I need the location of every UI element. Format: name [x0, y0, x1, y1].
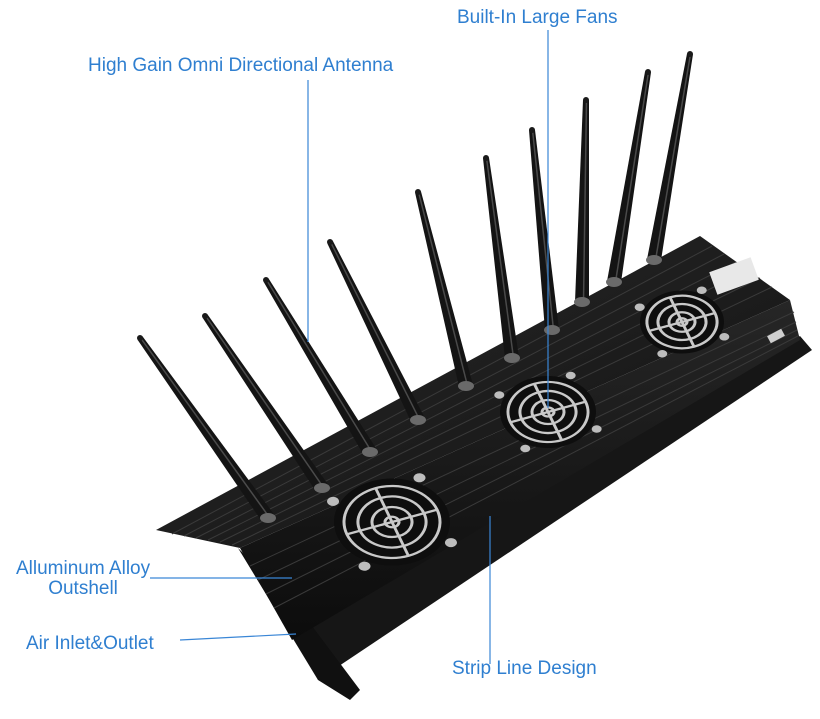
antenna [606, 69, 651, 287]
label-strip-line-design: Strip Line Design [452, 658, 597, 679]
leader-air [179, 633, 297, 641]
antenna [646, 51, 693, 265]
label-alloy-line1: Alluminum Alloy [16, 558, 151, 579]
antenna [415, 189, 474, 391]
antennas [137, 51, 693, 523]
leader-lines [150, 30, 549, 664]
antenna [263, 277, 378, 457]
antenna [202, 313, 330, 493]
fan-middle [494, 371, 602, 453]
mounting-flange [300, 336, 812, 680]
fan-right [634, 286, 730, 358]
antenna [327, 239, 426, 425]
label-alloy-outshell: Alluminum Alloy Outshell [16, 559, 150, 599]
antenna [137, 335, 276, 523]
power-port [767, 328, 785, 344]
antenna [529, 127, 560, 335]
product-sticker [709, 257, 759, 295]
label-alloy-line2: Outshell [48, 578, 118, 599]
antenna [483, 155, 520, 363]
label-built-in-large-fans: Built-In Large Fans [457, 7, 618, 28]
fan-left [327, 473, 457, 571]
label-antenna: High Gain Omni Directional Antenna [88, 55, 394, 76]
antenna [574, 97, 590, 307]
label-air-inlet-outlet: Air Inlet&Outlet [26, 633, 154, 654]
